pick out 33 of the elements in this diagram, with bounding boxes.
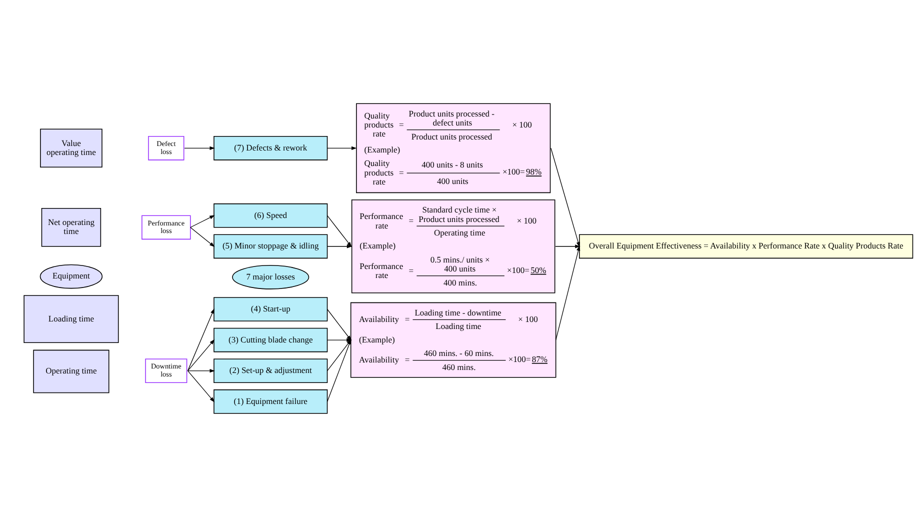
node-box: Quality products rate = Product units processed - defect units × 100 Product units processed (Example) Quality products rate = 400 units - 8 units ×100=98% 400 units [356,102,550,193]
node-box: (3) Cutting blade change [213,327,328,352]
arrow [326,338,351,402]
arrow [555,244,580,340]
arrow [326,214,352,247]
node-box: (1) Equipment failure [213,388,328,414]
arrow [326,244,352,248]
arrow [184,146,214,150]
node-box: (7) Defects & rework [213,135,328,160]
arrow [554,244,580,248]
node-ellipse: Equipment [39,264,102,288]
node-box: Overall Equipment Effectiveness = Availability x Performance Rate x Quality Products Rate [578,234,913,258]
node-box: Availability = Loading time - downtime × 100 Loading time (Example) Availability = 460 mins. - 60 mins. ×100=87% 460 mins. [350,302,556,378]
node-ellipse: 7 major losses [232,264,309,289]
arrow [326,308,351,340]
arrow [326,338,351,371]
node-box: (4) Start-up [213,296,328,321]
node-box: Value operating time [40,128,102,168]
arrow [186,308,214,371]
node-box: (5) Minor stoppage & idling [213,234,328,258]
arrow [186,370,214,402]
arrow [190,214,214,228]
node-box: Loading time [23,294,118,343]
arrow [190,226,214,246]
arrow [326,338,352,342]
arrow [186,338,214,371]
node-box: (2) Set-up & adjustment [213,358,328,382]
node-box: Operating time [32,349,109,393]
arrow [186,368,214,372]
node-box: Net operating time [40,208,101,246]
node-box: (6) Speed [213,202,328,228]
arrow [550,147,580,247]
arrow [326,146,356,150]
